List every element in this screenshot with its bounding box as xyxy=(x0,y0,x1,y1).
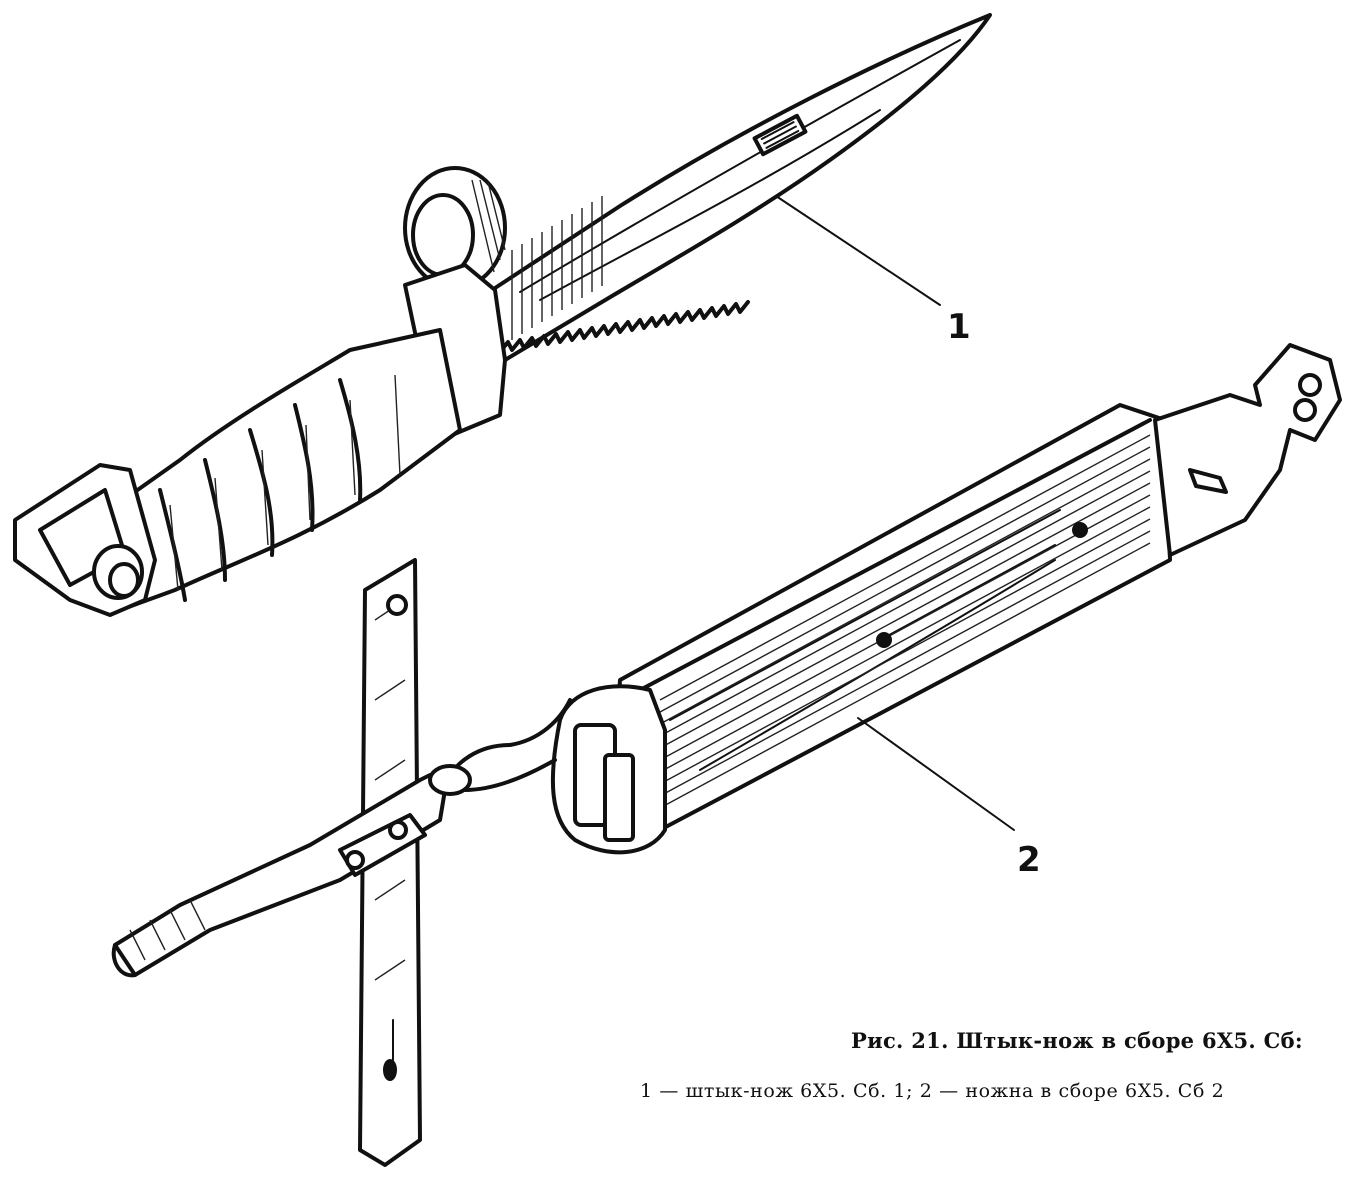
belt-strap-illustration xyxy=(111,558,572,1167)
callout-number-1: 1 xyxy=(947,307,971,347)
handle-grip xyxy=(93,328,462,612)
callout-number-2: 2 xyxy=(1017,840,1041,880)
leader-line-2 xyxy=(857,717,1015,831)
blade xyxy=(490,13,992,362)
caption-legend: 1 — штык-нож 6Х5. Сб. 1; 2 — ножна в сбо… xyxy=(640,1080,1225,1102)
vertical-belt xyxy=(358,558,422,1167)
scabbard-illustration xyxy=(550,343,1342,855)
saw-edge xyxy=(498,300,750,354)
leader-line-1 xyxy=(775,195,941,306)
bayonet-knife-illustration xyxy=(13,13,992,617)
scabbard-tip-plate xyxy=(1153,343,1342,557)
caption-title: Рис. 21. Штык-нож в сборе 6Х5. Сб: xyxy=(851,1028,1303,1053)
